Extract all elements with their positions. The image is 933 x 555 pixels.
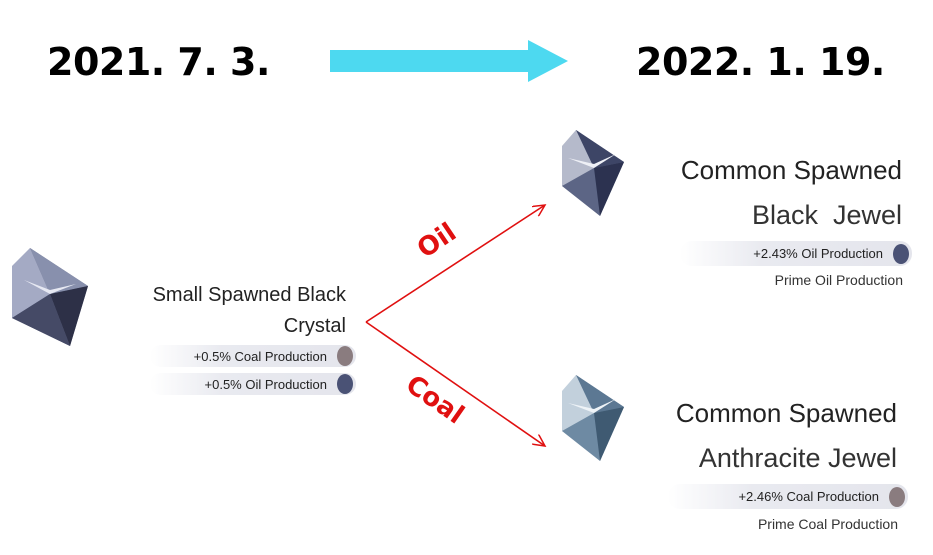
target2-title-line2: Anthracite Jewel bbox=[698, 443, 897, 473]
target2-stat: +2.46% Coal Production bbox=[668, 484, 908, 509]
anthracite-jewel-gem-icon bbox=[562, 375, 624, 461]
black-jewel-gem-icon bbox=[562, 130, 624, 216]
oil-branch-arrow bbox=[365, 205, 545, 323]
target2-title-line1: Common Spawned bbox=[675, 398, 897, 428]
source-stat-coal: +0.5% Coal Production bbox=[150, 345, 356, 367]
stat-text: +2.43% Oil Production bbox=[753, 246, 883, 261]
source-title-line1: Small Spawned Black bbox=[152, 284, 346, 306]
date-from: 2021. 7. 3. bbox=[47, 40, 270, 84]
arrow-right-icon bbox=[330, 40, 568, 82]
oil-dot-icon bbox=[893, 243, 909, 264]
coal-dot-icon bbox=[889, 486, 905, 507]
date-to: 2022. 1. 19. bbox=[636, 40, 885, 84]
coal-branch-arrow bbox=[365, 321, 545, 446]
stat-text: +2.46% Coal Production bbox=[738, 489, 879, 504]
stat-text: +0.5% Coal Production bbox=[193, 348, 327, 364]
black-crystal-gem-icon bbox=[12, 248, 88, 346]
source-title-line2: Crystal bbox=[283, 315, 346, 337]
stat-text: +0.5% Oil Production bbox=[204, 376, 327, 392]
target1-title-line1: Common Spawned bbox=[680, 155, 902, 185]
source-stat-oil: +0.5% Oil Production bbox=[150, 373, 356, 395]
target2-subtitle: Prime Coal Production bbox=[757, 516, 898, 532]
target1-subtitle: Prime Oil Production bbox=[774, 272, 903, 288]
oil-dot-icon bbox=[337, 374, 353, 394]
coal-dot-icon bbox=[337, 346, 353, 366]
target1-title-line2: Black Jewel bbox=[751, 200, 902, 230]
target1-stat: +2.43% Oil Production bbox=[680, 241, 912, 266]
